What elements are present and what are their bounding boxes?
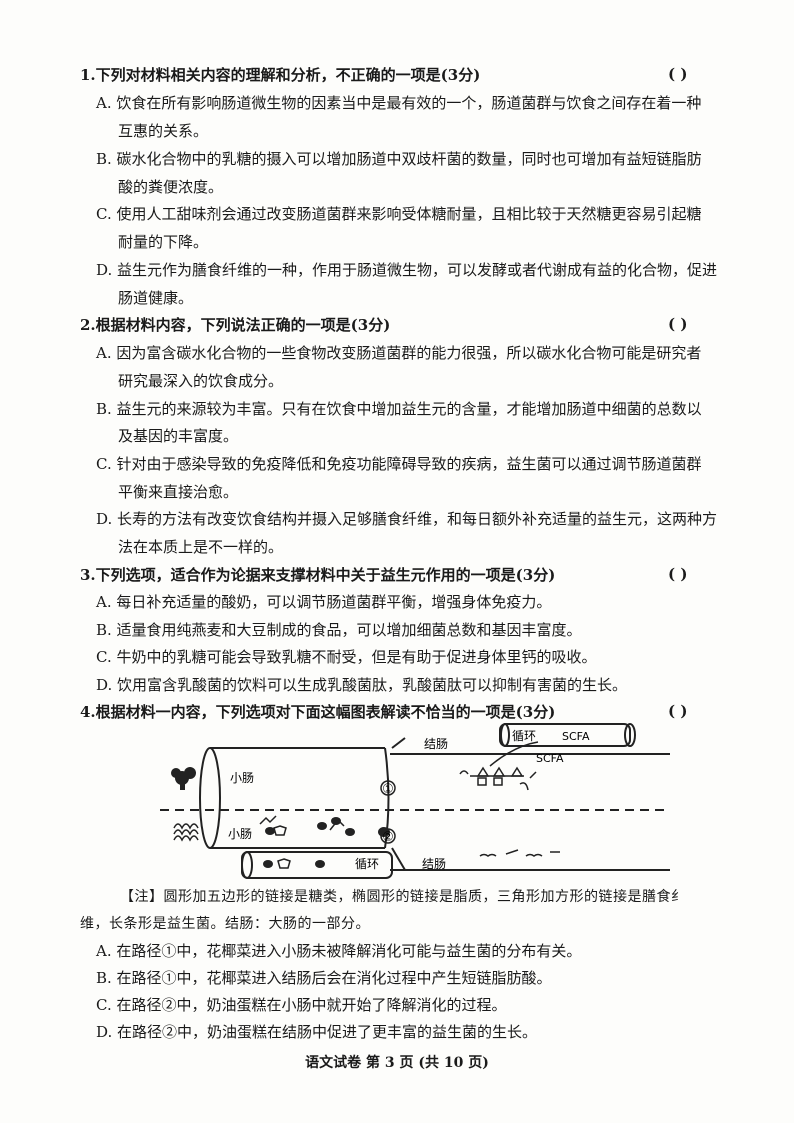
scfa-free-label: SCFA <box>536 752 564 765</box>
question-3-option-b: B. 适量食用纯燕麦和大豆制成的食品，可以增加细菌总数和基因丰富度。 <box>96 621 582 639</box>
circulation-tube-top <box>499 723 636 747</box>
question-1-option-c-cont: 耐量的下降。 <box>118 233 209 251</box>
question-1-option-d: D. 益生元作为膳食纤维的一种，作用于肠道微生物，可以发酵或者代谢成有益的化合物… <box>96 261 718 279</box>
fiber-chain-colon <box>459 766 537 791</box>
cream-cake-icon <box>173 823 199 842</box>
scfa-tube-label: SCFA <box>562 730 590 743</box>
question-2-option-a-cont: 研究最深入的饮食成分。 <box>118 372 284 390</box>
diagram-note-line-1: 【注】圆形加五边形的链接是糖类，椭圆形的链接是脂质，三角形加方形的链接是膳食纟 <box>120 889 686 905</box>
question-3-option-c: C. 牛奶中的乳糖可能会导致乳糖不耐受，但是有助于促进身体里钙的吸收。 <box>96 648 597 666</box>
question-4-answer-paren: ( ) <box>668 702 688 720</box>
small-intestine-label-top: 小肠 <box>230 771 254 785</box>
question-1-option-c: C. 使用人工甜味剂会通过改变肠道菌群来影响受体糖耐量，且相比较于天然糖更容易引… <box>96 205 702 223</box>
question-3-option-d: D. 饮用富含乳酸菌的饮料可以生成乳酸菌肽，乳酸菌肽可以抑制有害菌的生长。 <box>96 676 628 694</box>
path-1-marker: ① <box>382 782 394 797</box>
question-2-answer-paren: ( ) <box>668 315 688 333</box>
question-4-option-d: D. 在路径②中，奶油蛋糕在结肠中促进了更丰富的益生菌的生长。 <box>96 1023 538 1041</box>
question-1-option-b: B. 碳水化合物中的乳糖的摄入可以增加肠道中双歧杆菌的数量，同时也可增加有益短链… <box>96 150 702 168</box>
question-1-option-d-cont: 肠道健康。 <box>118 289 194 307</box>
circulation-tube-bottom <box>241 851 393 879</box>
digestion-diagram: ① ② 小肠 小肠 结肠 结肠 循环 循环 SCFA SCFA <box>160 723 670 879</box>
question-2-option-c-cont: 平衡来直接治愈。 <box>118 483 239 501</box>
question-3-answer-paren: ( ) <box>668 565 688 583</box>
circulation-label-bottom: 循环 <box>355 857 379 871</box>
question-2-option-d: D. 长寿的方法有改变饮食结构并摄入足够膳食纤维，和每日额外补充适量的益生元，这… <box>96 510 718 528</box>
nutrient-circulation-bottom <box>263 858 325 869</box>
question-1-option-a-cont: 互惠的关系。 <box>118 122 209 140</box>
question-4-stem: 4.根据材料一内容，下列选项对下面这幅图表解读不恰当的一项是(3分) <box>80 703 556 721</box>
question-3-option-a: A. 每日补充适量的酸奶，可以调节肠道菌群平衡，增强身体免疫力。 <box>96 593 552 611</box>
diagram-note-line-2: 维，长条形是益生菌。结肠：大肠的一部分。 <box>80 916 370 932</box>
question-2-option-d-cont: 法在本质上是不一样的。 <box>118 538 284 556</box>
question-2-option-a: A. 因为富含碳水化合物的一些食物改变肠道菌群的能力很强，所以碳水化合物可能是研… <box>96 344 702 362</box>
colon-label-top: 结肠 <box>424 737 448 751</box>
question-2-option-b-cont: 及基因的丰富度。 <box>118 427 239 445</box>
question-4-option-b: B. 在路径①中，花椰菜进入结肠后会在消化过程中产生短链脂肪酸。 <box>96 969 552 987</box>
question-4-option-a: A. 在路径①中，花椰菜进入小肠未被降解消化可能与益生菌的分布有关。 <box>96 942 582 960</box>
question-1-option-a: A. 饮食在所有影响肠道微生物的因素当中是最有效的一个，肠道菌群与饮食之间存在着… <box>96 94 702 112</box>
nutrient-chain-small-intestine <box>259 815 390 837</box>
colon-tube <box>390 737 670 871</box>
question-2-stem: 2.根据材料内容，下列说法正确的一项是(3分) <box>80 316 391 334</box>
colon-label-bottom: 结肠 <box>422 857 446 871</box>
question-1-answer-paren: ( ) <box>668 65 688 83</box>
probiotic-strips <box>479 849 560 857</box>
question-2-option-c: C. 针对由于感染导致的免疫降低和免疫功能障碍导致的疾病，益生菌可以通过调节肠道… <box>96 455 702 473</box>
scfa-arrow <box>489 741 539 767</box>
broccoli-icon <box>171 767 196 790</box>
small-intestine-label-bottom: 小肠 <box>228 827 252 841</box>
question-3-stem: 3.下列选项，适合作为论据来支撑材料中关于益生元作用的一项是(3分) <box>80 566 556 584</box>
path-2-marker: ② <box>382 830 394 845</box>
question-1-option-b-cont: 酸的粪便浓度。 <box>118 178 224 196</box>
question-4-option-c: C. 在路径②中，奶油蛋糕在小肠中就开始了降解消化的过程。 <box>96 996 507 1014</box>
small-intestine-tube <box>199 747 390 849</box>
question-2-option-b: B. 益生元的来源较为丰富。只有在饮食中增加益生元的含量，才能增加肠道中细菌的总… <box>96 400 702 418</box>
circulation-label-top: 循环 <box>512 729 536 743</box>
question-1-stem: 1.下列对材料相关内容的理解和分析，不正确的一项是(3分) <box>80 66 481 84</box>
page-footer: 语文试卷 第 3 页 (共 10 页) <box>305 1055 489 1071</box>
